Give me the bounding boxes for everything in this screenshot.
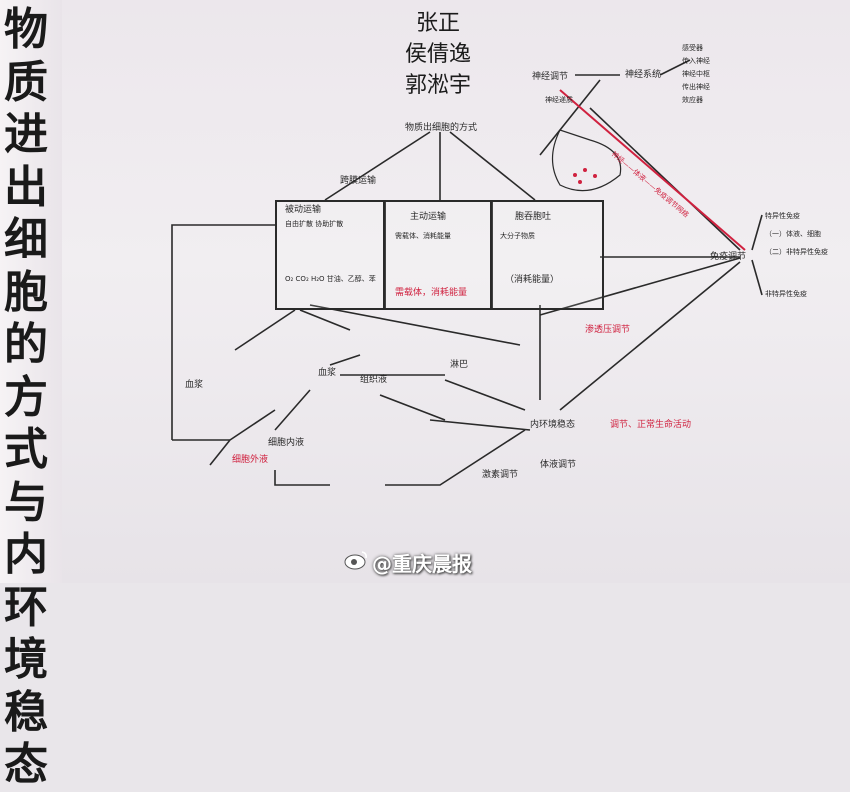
lower-node-2: 组织液	[360, 375, 388, 385]
paper-left-strip	[0, 0, 62, 583]
author-2: 侯倩逸	[404, 42, 471, 67]
box3-note: 大分子物质	[500, 232, 535, 240]
bottom-mid: 内环境稳态	[530, 420, 576, 430]
right-top-3: 神经递质	[545, 96, 573, 104]
bottom-right-2: 激素调节	[482, 470, 519, 480]
node-top-center: 物质出细胞的方式	[405, 123, 478, 133]
transport-box-active	[383, 200, 493, 310]
right-list-3: 神经中枢	[682, 70, 710, 78]
right-top-2: 神经系统	[625, 70, 662, 80]
box1-examples: O₂ CO₂ H₂O 甘油、乙醇、苯	[285, 275, 376, 283]
node-mid-label-left: 跨膜运输	[340, 176, 377, 186]
author-names: 张正 侯倩逸 郭淞宇	[388, 8, 488, 101]
right-mid-note-3: （二）非特异性免疫	[765, 248, 828, 256]
box3-title: 胞吞胞吐	[515, 212, 552, 222]
bottom-right-red: 调节、正常生命活动	[610, 420, 692, 430]
box1-title: 被动运输	[285, 205, 322, 215]
box2-title: 主动运输	[410, 212, 447, 222]
transport-box-passive	[275, 200, 386, 310]
watermark-text: @重庆晨报	[372, 552, 472, 576]
right-list-2: 传入神经	[682, 57, 710, 65]
right-mid-note-2: （一）体液、细胞	[765, 230, 821, 238]
bottom-red-2: 细胞外液	[232, 455, 269, 465]
bottom-right-1: 体液调节	[540, 460, 577, 470]
lower-node-4: 细胞内液	[268, 438, 305, 448]
box1-note: 自由扩散 协助扩散	[285, 220, 344, 228]
box3-red-note: （消耗能量）	[505, 275, 560, 285]
bottom-red-1: 渗透压调节	[585, 325, 631, 335]
weibo-logo-icon	[344, 551, 367, 570]
right-list-5: 效应器	[682, 96, 703, 104]
bottom-left: 血浆	[185, 380, 204, 390]
right-mid: 免疫调节	[710, 252, 747, 262]
author-3: 郭淞宇	[404, 73, 471, 98]
right-list-4: 传出神经	[682, 83, 710, 91]
author-1: 张正	[415, 11, 460, 36]
right-bottom: 非特异性免疫	[765, 290, 807, 298]
right-list-1: 感受器	[682, 44, 703, 52]
lower-node-3: 淋巴	[450, 360, 469, 370]
connector-lines	[171, 59, 763, 486]
box2-note: 需载体、消耗能量	[395, 232, 451, 240]
lower-node-1: 血浆	[318, 368, 337, 378]
box2-red-note: 需载体，消耗能量	[395, 288, 468, 298]
right-mid-note-1: 特异性免疫	[765, 212, 800, 220]
right-top-1: 神经调节	[532, 72, 569, 82]
transport-box-bulk	[490, 200, 604, 310]
